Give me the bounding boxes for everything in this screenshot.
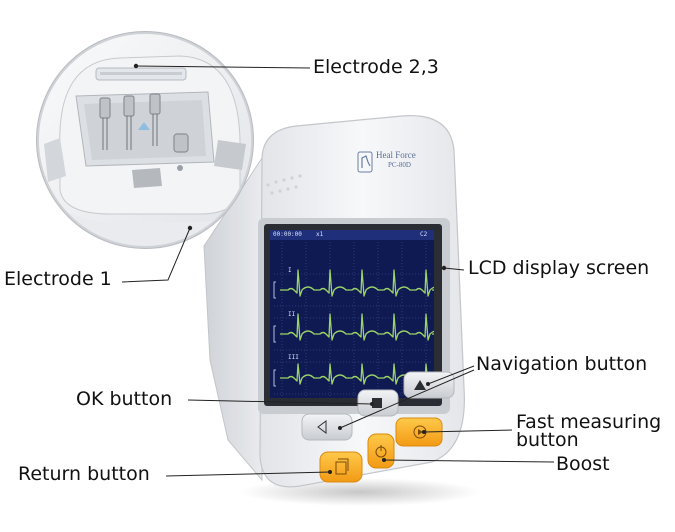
triangle-left-icon xyxy=(317,420,327,434)
leader-navigation-left xyxy=(339,369,475,429)
lcd-lead-3: III xyxy=(288,354,299,361)
ecg-trace-lead-1 xyxy=(280,269,434,297)
leader-dot xyxy=(133,63,139,69)
leader-navigation-up xyxy=(427,365,475,385)
leader-ok xyxy=(187,399,373,405)
model-number: PC-80D xyxy=(388,161,411,169)
label-navigation-button: Navigation button xyxy=(476,353,648,375)
leader-dot xyxy=(441,265,447,271)
lcd-gain: x1 xyxy=(316,231,324,238)
lcd-lead-2: II xyxy=(288,311,296,318)
leader-fast xyxy=(423,429,513,433)
leader-dot xyxy=(382,458,386,462)
leader-dot xyxy=(328,470,332,474)
label-ok-button: OK button xyxy=(76,388,173,410)
return-icon xyxy=(335,458,349,475)
return-button[interactable] xyxy=(319,451,363,483)
triangle-up-icon xyxy=(414,380,426,390)
device-body xyxy=(203,115,480,506)
label-fast-line1: Fast measuring xyxy=(516,411,662,433)
navigation-left-button[interactable] xyxy=(301,413,353,441)
ok-button[interactable] xyxy=(357,389,399,417)
leader-return xyxy=(165,471,331,477)
label-electrode-23: Electrode 2,3 xyxy=(313,56,439,78)
boost-button[interactable] xyxy=(367,433,395,469)
label-return-button: Return button xyxy=(18,463,150,485)
speaker-grille xyxy=(266,174,302,195)
leader-lines xyxy=(121,65,555,477)
ecg-trace-lead-2 xyxy=(280,313,434,341)
lcd-screen xyxy=(270,230,434,398)
lcd-mode: C2 xyxy=(420,231,428,238)
leader-dot xyxy=(370,402,374,406)
label-fast-measuring-button: Fast measuring button xyxy=(516,411,662,452)
label-boost: Boost xyxy=(556,453,610,475)
leader-lcd xyxy=(443,267,465,271)
lcd-lead-1: I xyxy=(288,267,292,274)
leader-dot xyxy=(187,225,193,231)
label-electrode-1: Electrode 1 xyxy=(4,268,112,290)
leader-dot xyxy=(426,382,430,386)
label-fast-line2: button xyxy=(516,429,579,452)
leader-boost xyxy=(383,459,555,463)
label-lcd-display: LCD display screen xyxy=(468,257,650,279)
leader-dot xyxy=(422,430,426,434)
brand-logo-icon xyxy=(357,151,373,173)
lcd-time: 00:00:00 xyxy=(273,231,302,238)
brand-name: Heal Force xyxy=(376,150,416,160)
leader-electrode-23 xyxy=(135,65,311,69)
stop-square-icon xyxy=(372,398,382,408)
leader-electrode-1 xyxy=(121,227,191,283)
leader-dot xyxy=(338,426,342,430)
